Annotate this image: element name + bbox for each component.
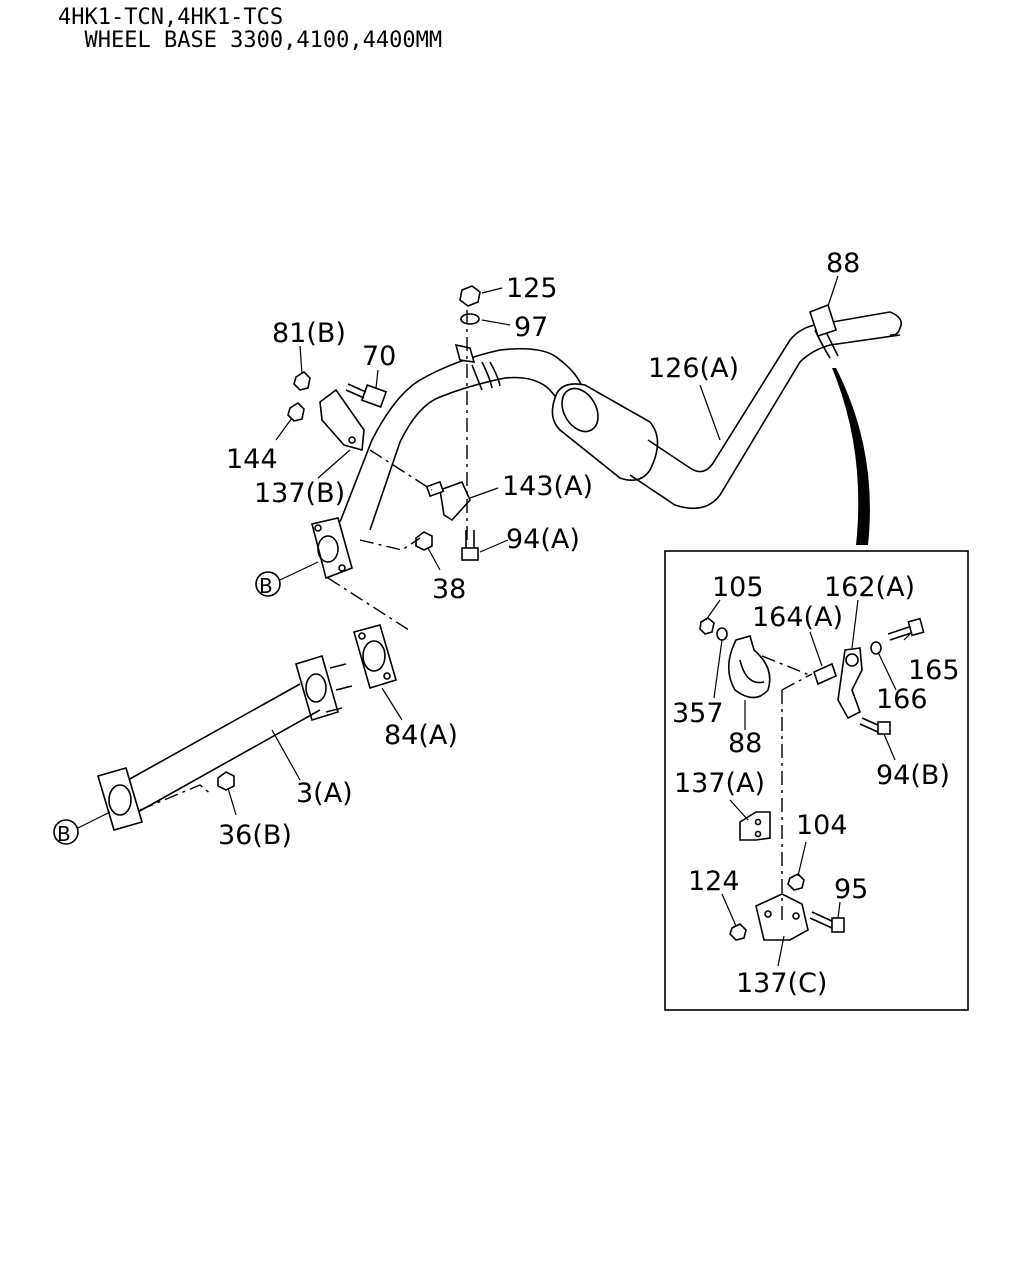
detail-pointer-arrow: [832, 368, 870, 545]
fastener-125-nut: [459, 285, 481, 307]
callout-detail-164a: 164(A): [752, 602, 843, 633]
washer-97: [460, 313, 480, 325]
svg-text:B: B: [259, 574, 273, 598]
front-exhaust-pipe-assembly: [311, 303, 903, 580]
detail-clamp-88: [727, 635, 771, 699]
detail-bolt-94b: [859, 717, 891, 735]
callout-detail-124: 124: [688, 866, 740, 897]
connection-marker-b-upper: B: [255, 561, 319, 598]
fastener-36b-nut: [217, 771, 235, 791]
callout-detail-137a: 137(A): [674, 768, 765, 799]
callout-3a: 3(A): [296, 778, 353, 809]
callout-detail-95: 95: [834, 874, 868, 905]
pipe-3a: [97, 654, 353, 831]
callout-125: 125: [506, 273, 558, 304]
callout-detail-166: 166: [876, 684, 928, 715]
callout-detail-88: 88: [728, 728, 762, 759]
callout-36b: 36(B): [218, 820, 292, 851]
fastener-70-bolt: [345, 383, 388, 408]
callout-126a: 126(A): [648, 353, 739, 384]
fastener-94a-bolt: [461, 530, 479, 561]
callout-144: 144: [226, 444, 278, 475]
callout-detail-94b: 94(B): [876, 760, 950, 791]
connection-marker-b-lower: B: [53, 811, 111, 846]
fastener-38-nut: [415, 531, 433, 551]
callout-70: 70: [362, 341, 396, 372]
detail-nut-124: [729, 923, 747, 941]
callout-detail-137c: 137(C): [736, 968, 827, 999]
callout-38: 38: [432, 574, 466, 605]
detail-pin-164a: [813, 662, 837, 686]
callout-detail-105: 105: [712, 572, 764, 603]
detail-washer-166: [870, 641, 882, 655]
header-model-line: 4HK1-TCN,4HK1-TCS: [58, 5, 283, 30]
gasket-84a: [353, 624, 397, 690]
callout-137b: 137(B): [254, 478, 345, 509]
callout-88-top: 88: [826, 248, 860, 279]
callout-84a: 84(A): [384, 720, 458, 751]
callout-94a: 94(A): [506, 524, 580, 555]
callout-97: 97: [514, 312, 548, 343]
detail-nut-105: [699, 617, 715, 635]
callout-detail-357: 357: [672, 698, 724, 729]
detail-bracket-162a: [837, 647, 863, 720]
svg-text:B: B: [57, 822, 71, 846]
callout-81b: 81(B): [272, 318, 346, 349]
detail-washer-357: [716, 627, 728, 641]
detail-nut-104: [787, 873, 805, 891]
callout-detail-104: 104: [796, 810, 848, 841]
callout-detail-165: 165: [908, 655, 960, 686]
fastener-144-nut: [287, 401, 305, 422]
detail-bolt-165: [887, 617, 925, 641]
callout-143a: 143(A): [502, 471, 593, 502]
fastener-81b-nut: [293, 370, 311, 391]
callout-detail-162a: 162(A): [824, 572, 915, 603]
header-wheelbase-line: WHEEL BASE 3300,4100,4400MM: [58, 28, 442, 53]
detail-box: [664, 550, 969, 1011]
